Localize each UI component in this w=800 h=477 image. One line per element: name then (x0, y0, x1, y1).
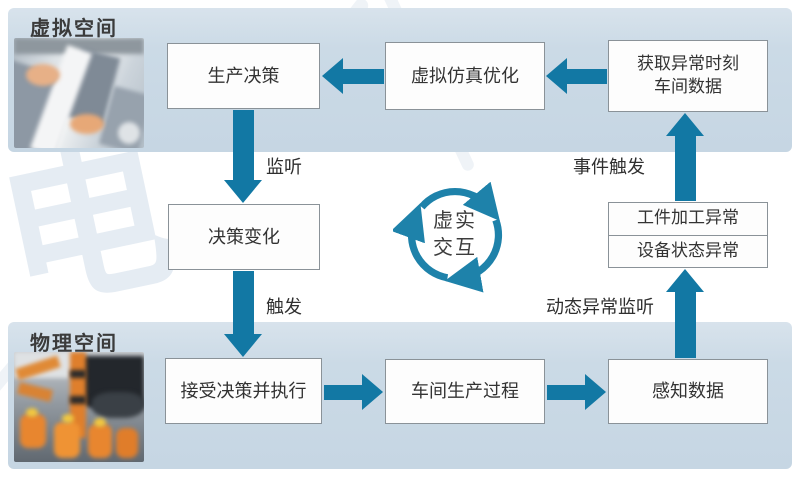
edge-label-dynamic-monitor: 动态异常监听 (546, 297, 654, 317)
node-abnormal-moment-data: 获取异常时刻 车间数据 (608, 40, 768, 112)
cycle-label-line1: 虚实 (433, 210, 477, 232)
arrow-execute-to-process (324, 374, 383, 410)
arrow-process-to-perceive (547, 374, 606, 410)
arrow-decision-to-change (224, 110, 262, 203)
node-label: 虚拟仿真优化 (411, 65, 519, 86)
edge-label-event-trigger: 事件触发 (573, 157, 645, 177)
cycle-label: 虚实 交互 (393, 173, 517, 297)
node-label: 生产决策 (207, 65, 280, 86)
watermark-character: 电 (0, 114, 190, 336)
node-accept-execute: 接受决策并执行 (165, 358, 322, 424)
node-label-line1: 获取异常时刻 (637, 54, 739, 74)
node-label: 感知数据 (652, 381, 724, 402)
virtual-space-label: 虚拟空间 (30, 18, 118, 40)
arrow-simulation-to-decision (322, 58, 384, 94)
arrow-change-to-execute (224, 271, 262, 357)
virtual-factory-image (14, 38, 144, 148)
physical-factory-image (14, 352, 144, 462)
edge-label-trigger: 触发 (266, 297, 302, 317)
node-label: 接受决策并执行 (180, 380, 307, 401)
cycle-label-line2: 交互 (433, 237, 477, 259)
node-perceive-data: 感知数据 (608, 359, 768, 424)
node-production-decision: 生产决策 (167, 43, 320, 109)
node-label: 车间生产过程 (411, 381, 519, 402)
arrow-perceive-to-anomaly (666, 269, 704, 358)
edge-label-listen: 监听 (266, 157, 302, 177)
node-equipment-abnormal: 设备状态异常 (609, 234, 767, 268)
virtual-real-interaction-cycle: 虚实 交互 (390, 173, 517, 297)
arrow-anomaly-to-data (666, 113, 704, 201)
physical-space-label: 物理空间 (30, 333, 118, 355)
node-label: 决策变化 (208, 226, 280, 247)
node-virtual-simulation: 虚拟仿真优化 (385, 42, 545, 110)
node-label-line2: 车间数据 (654, 77, 722, 96)
cycle-arrows-icon (390, 181, 503, 293)
node-workshop-process: 车间生产过程 (385, 359, 545, 424)
arrow-data-to-simulation (546, 58, 607, 94)
node-anomaly-types: 工件加工异常 设备状态异常 (608, 202, 768, 268)
node-decision-change: 决策变化 (168, 204, 320, 270)
node-workpiece-abnormal: 工件加工异常 (637, 208, 739, 228)
